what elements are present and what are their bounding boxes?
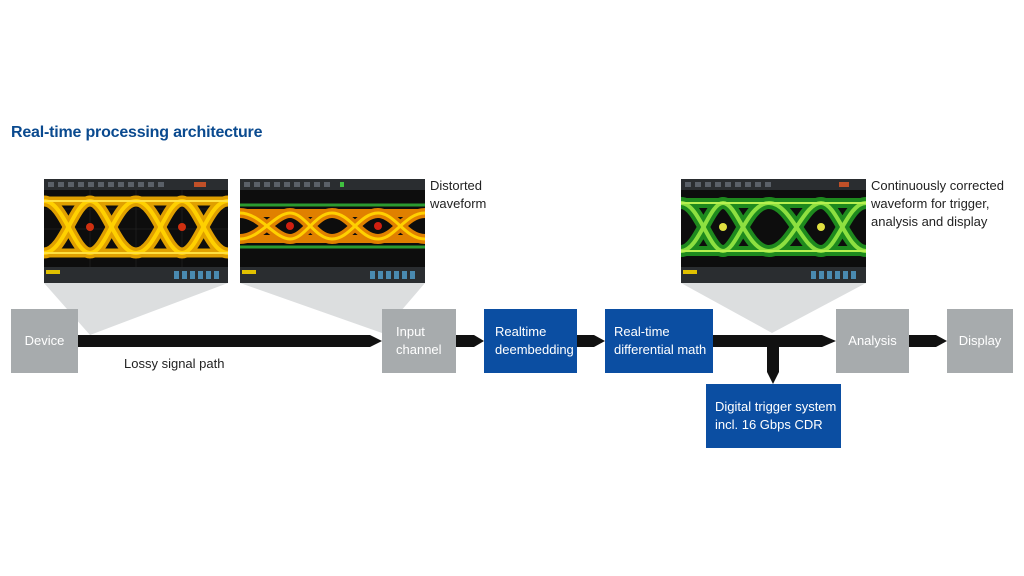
- arrow-math-to-analysis: [713, 335, 836, 347]
- lossy-path-label: Lossy signal path: [124, 356, 225, 371]
- trigger-system-block: Digital trigger system incl. 16 Gbps CDR: [706, 384, 841, 448]
- funnel-clean-eye: [44, 283, 228, 335]
- device-block: Device: [11, 309, 78, 373]
- realtime-deembedding-block: Realtime deembedding: [484, 309, 577, 373]
- clean-eye-screenshot: [44, 179, 228, 283]
- diagram-title: Real-time processing architecture: [11, 124, 263, 141]
- arrow-input-to-deembed: [456, 335, 484, 347]
- distorted-eye-screenshot: [240, 179, 425, 283]
- input-channel-block: Input channel: [382, 309, 456, 373]
- realtime-math-block: Real-time differential math: [605, 309, 713, 373]
- funnel-corrected-eye: [681, 283, 866, 333]
- analysis-block: Analysis: [836, 309, 909, 373]
- display-block: Display: [947, 309, 1013, 373]
- arrow-deembed-to-math: [577, 335, 605, 347]
- distorted-waveform-label: Distorted waveform: [430, 178, 487, 211]
- corrected-waveform-label: Continuously corrected waveform for trig…: [871, 178, 1004, 229]
- lossy-path-arrow: [78, 335, 382, 347]
- arrow-analysis-to-display: [909, 335, 947, 347]
- funnel-distorted-eye: [240, 283, 425, 333]
- arrow-branch-to-trigger: [767, 345, 779, 384]
- corrected-eye-screenshot: [681, 179, 866, 283]
